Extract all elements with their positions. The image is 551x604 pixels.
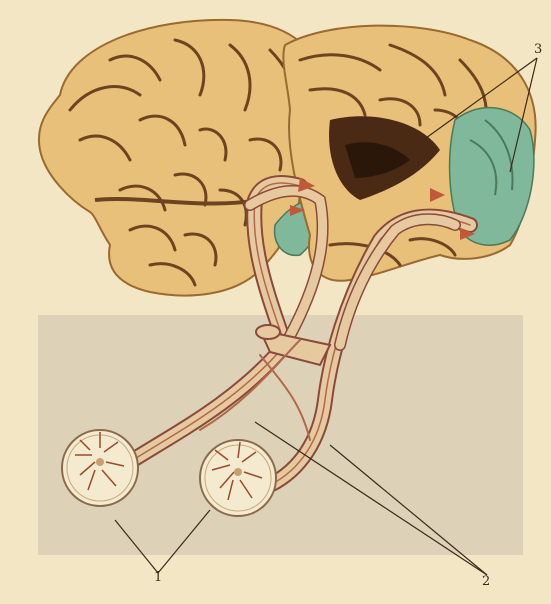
right-eye [200,440,276,516]
label-visual-cortex: 3 [534,42,542,57]
label-retina: 1 [154,570,162,585]
label-optic-nerve: 2 [482,574,490,589]
left-eye [62,430,138,506]
